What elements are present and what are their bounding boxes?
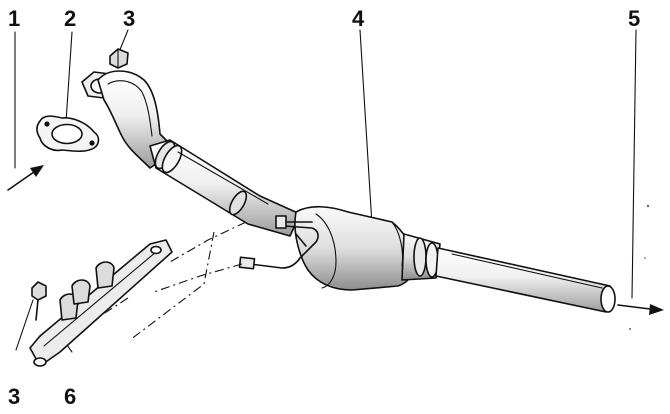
callout-labels: 1 2 3 4 5 3 6 (8, 6, 640, 409)
bolt-top (109, 48, 129, 69)
callout-6: 6 (64, 384, 76, 409)
leader-3-top (118, 29, 129, 53)
front-pipe (81, 70, 301, 237)
inlet-arrow-icon (7, 165, 44, 191)
leader-lines (14, 29, 637, 353)
callout-3-top: 3 (123, 6, 135, 31)
callout-3-bottom: 3 (8, 384, 20, 409)
callout-1: 1 (8, 6, 20, 31)
leader-3-bottom (15, 299, 34, 351)
callout-5: 5 (628, 6, 640, 31)
rear-pipe (401, 233, 616, 313)
catalytic-converter (238, 205, 416, 291)
gasket (36, 115, 100, 153)
leader-2 (65, 31, 73, 123)
leader-5 (631, 29, 637, 299)
bolt-bottom (31, 281, 47, 321)
callout-4: 4 (352, 6, 365, 31)
outlet-arrow-icon (617, 304, 664, 315)
leader-4 (359, 29, 373, 226)
heat-shield (29, 239, 173, 367)
speck-marks (629, 204, 650, 330)
callout-2: 2 (64, 6, 76, 31)
